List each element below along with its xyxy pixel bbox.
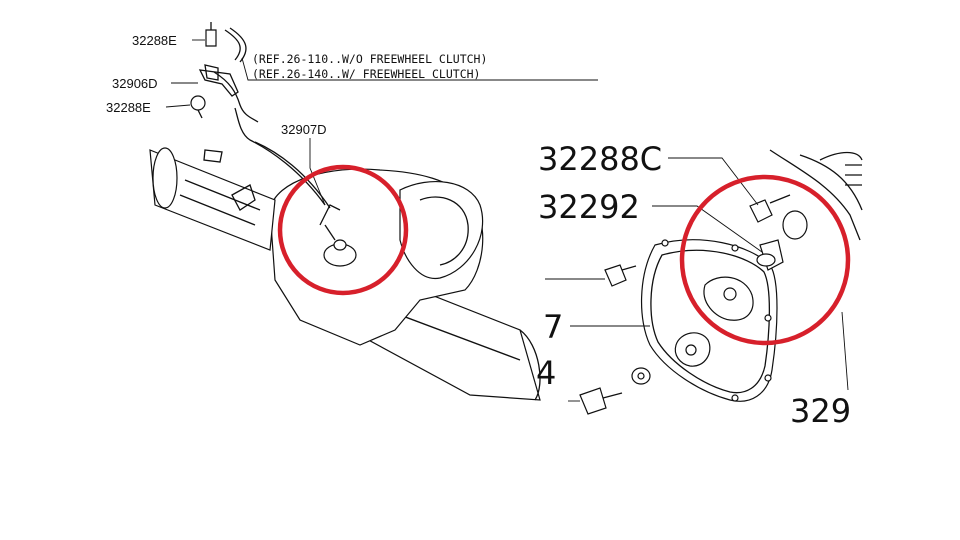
label-32292: 32292: [538, 188, 640, 226]
left-leader-lines: [165, 39, 598, 206]
label-32288c: 32288C: [538, 140, 662, 178]
label-32906d: 32906D: [112, 76, 158, 91]
highlight-circle-left: [277, 164, 409, 296]
label-part-7: 7: [543, 308, 563, 346]
reference-without-freewheel: (REF.26-110..W/O FREEWHEEL CLUTCH): [252, 52, 487, 66]
label-32288e-top: 32288E: [132, 33, 177, 48]
axle-assembly-drawing: [149, 22, 541, 401]
label-32288e-mid: 32288E: [106, 100, 151, 115]
label-32907d: 32907D: [281, 122, 327, 137]
reference-with-freewheel: (REF.26-140..W/ FREEWHEEL CLUTCH): [252, 67, 480, 81]
highlight-circle-right: [679, 174, 851, 346]
label-part-4: 4: [536, 354, 556, 392]
right-leader-lines: [545, 157, 849, 402]
label-329: 329: [790, 392, 851, 430]
